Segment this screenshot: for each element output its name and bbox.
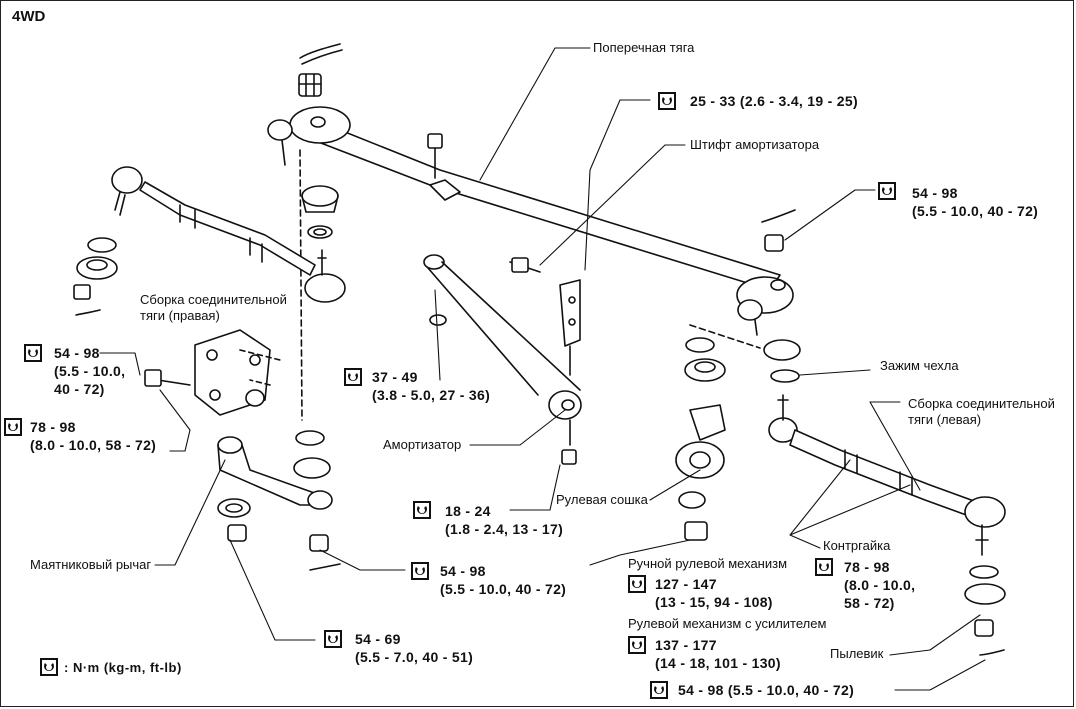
shock-absorber (423, 133, 582, 465)
torque-value: 25 - 33 (690, 93, 736, 109)
label-cross-rod: Поперечная тяга (593, 40, 695, 55)
torque-manual-gear: 127 - 147 (13 - 15, 94 - 108) (655, 575, 773, 611)
torque-detail-line1: (8.0 - 10.0, (844, 577, 916, 593)
torque-wrench-icon (815, 558, 833, 576)
torque-wrench-icon (628, 575, 646, 593)
torque-wrench-icon (658, 92, 676, 110)
torque-wrench-icon (344, 368, 362, 386)
torque-shock-lower: 18 - 24 (1.8 - 2.4, 13 - 17) (445, 502, 563, 538)
torque-wrench-icon (878, 182, 896, 200)
torque-value: 78 - 98 (844, 559, 890, 575)
label-power-gear: Рулевой механизм с усилителем (628, 616, 827, 631)
torque-detail: (13 - 15, 94 - 108) (655, 594, 773, 610)
label-tie-rod-left-line1: Сборка соединительной (908, 396, 1055, 411)
torque-detail-line1: (5.5 - 10.0, (54, 363, 126, 379)
torque-wrench-icon (411, 562, 429, 580)
torque-wrench-icon (40, 658, 58, 676)
torque-idler-lower-nut: 54 - 69 (5.5 - 7.0, 40 - 51) (355, 630, 473, 666)
torque-value: 54 - 98 (912, 185, 958, 201)
idler-bracket (144, 329, 281, 416)
leader-lines (99, 47, 986, 691)
torque-cross-rod-nut: 25 - 33 (2.6 - 3.4, 19 - 25) (690, 92, 858, 110)
label-tie-rod-left-line2: тяги (левая) (908, 412, 982, 427)
torque-shock-upper: 37 - 49 (3.8 - 5.0, 27 - 36) (372, 368, 490, 404)
torque-tie-rod-left-outer: 54 - 98 (5.5 - 10.0, 40 - 72) (678, 681, 854, 699)
torque-cross-rod-right: 54 - 98 (5.5 - 10.0, 40 - 72) (912, 184, 1038, 220)
label-lock-nut: Контргайка (823, 538, 891, 553)
torque-detail: (1.8 - 2.4, 13 - 17) (445, 521, 564, 537)
torque-wrench-icon (324, 630, 342, 648)
torque-value: 18 - 24 (445, 503, 491, 519)
torque-detail-line2: 40 - 72) (54, 381, 105, 397)
label-pitman-arm: Рулевая сошка (556, 492, 648, 507)
torque-detail: (2.6 - 3.4, 19 - 25) (739, 93, 858, 109)
torque-legend: : N·m (kg-m, ft-lb) (64, 660, 182, 675)
torque-detail: (5.5 - 7.0, 40 - 51) (355, 649, 474, 665)
page-title: 4WD (12, 8, 46, 25)
label-idler-arm: Маятниковый рычаг (30, 557, 152, 572)
torque-tie-rod-right-outer: 54 - 98 (5.5 - 10.0, 40 - 72) (54, 344, 125, 398)
torque-value: 127 - 147 (655, 576, 717, 592)
torque-value: 54 - 98 (54, 345, 100, 361)
torque-detail: (5.5 - 10.0, 40 - 72) (440, 581, 567, 597)
label-dust-boot: Пылевик (830, 646, 884, 661)
label-boot-clamp: Зажим чехла (880, 358, 959, 373)
label-shock-pin: Штифт амортизатора (690, 137, 820, 152)
torque-detail-line2: 58 - 72) (844, 595, 895, 611)
idler-arm (217, 430, 341, 571)
torque-detail: (5.5 - 10.0, 40 - 72) (912, 203, 1039, 219)
torque-lock-nut: 78 - 98 (8.0 - 10.0, 58 - 72) (844, 558, 915, 612)
torque-value: 54 - 98 (678, 682, 724, 698)
torque-wrench-icon (628, 636, 646, 654)
torque-value: 54 - 98 (440, 563, 486, 579)
upper-left-fasteners (298, 43, 343, 421)
torque-wrench-icon (24, 344, 42, 362)
torque-detail: (3.8 - 5.0, 27 - 36) (372, 387, 491, 403)
cross-rod (267, 106, 794, 336)
label-manual-gear: Ручной рулевой механизм (628, 556, 788, 571)
label-shock-absorber: Амортизатор (383, 437, 462, 452)
label-tie-rod-right-line2: тяги (правая) (140, 308, 220, 323)
tie-rod-left (761, 209, 1006, 656)
torque-power-gear: 137 - 177 (14 - 18, 101 - 130) (655, 636, 781, 672)
torque-value: 54 - 69 (355, 631, 401, 647)
torque-wrench-icon (650, 681, 668, 699)
pitman-arm (675, 324, 761, 541)
shock-pin (509, 257, 581, 376)
torque-value: 78 - 98 (30, 419, 76, 435)
torque-detail: (14 - 18, 101 - 130) (655, 655, 781, 671)
torque-wrench-icon (413, 501, 431, 519)
torque-detail: (5.5 - 10.0, 40 - 72) (727, 682, 855, 698)
label-tie-rod-right-line1: Сборка соединительной (140, 292, 287, 307)
torque-detail: (8.0 - 10.0, 58 - 72) (30, 437, 157, 453)
torque-wrench-icon (4, 418, 22, 436)
torque-value: 37 - 49 (372, 369, 418, 385)
torque-value: 137 - 177 (655, 637, 717, 653)
torque-idler-arm-nut: 54 - 98 (5.5 - 10.0, 40 - 72) (440, 562, 566, 598)
tie-rod-right (73, 166, 346, 316)
torque-idler-bracket: 78 - 98 (8.0 - 10.0, 58 - 72) (30, 418, 156, 454)
